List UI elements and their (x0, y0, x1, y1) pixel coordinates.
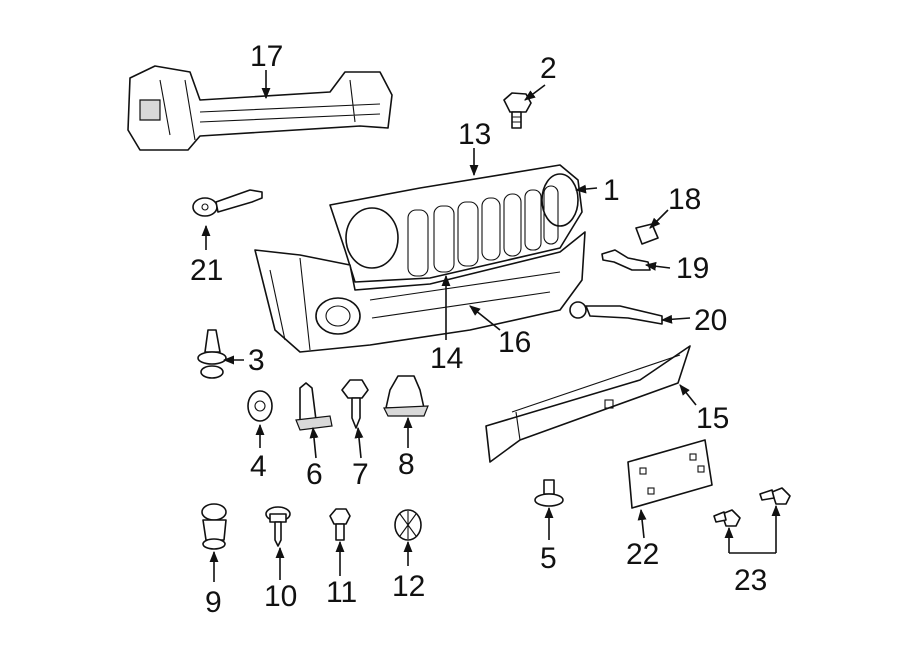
callout-13: 13 (458, 118, 491, 151)
bumper-fascia-part (254, 231, 586, 353)
callout-22: 22 (626, 538, 659, 571)
hex-bolt-part (329, 508, 351, 541)
callout-16: 16 (498, 326, 531, 359)
callout-17: 17 (250, 40, 283, 73)
callout-5: 5 (540, 542, 557, 575)
push-nut-part (394, 509, 422, 541)
callout-19: 19 (676, 252, 709, 285)
callout-21: 21 (190, 254, 223, 287)
push-pin-part (197, 329, 227, 379)
stud-part (534, 479, 564, 507)
callout-10: 10 (264, 580, 297, 613)
u-nut-part (383, 375, 429, 417)
callout-9: 9 (205, 586, 222, 619)
reinforcement-beam-part (127, 65, 393, 151)
callout-15: 15 (696, 402, 729, 435)
license-bracket-part (627, 439, 713, 509)
callout-labels: 1 2 3 4 5 6 7 8 9 10 11 12 13 14 15 16 1… (190, 40, 767, 619)
bracket-part (601, 249, 651, 271)
callout-23: 23 (734, 564, 767, 597)
screw-part (341, 379, 369, 429)
callout-2: 2 (540, 52, 557, 85)
callout-20: 20 (694, 304, 727, 337)
callout-4: 4 (250, 450, 267, 483)
callout-3: 3 (248, 344, 265, 377)
callout-7: 7 (352, 458, 369, 491)
retainer-part (295, 382, 333, 431)
callout-12: 12 (392, 570, 425, 603)
harness-part (569, 301, 663, 325)
wire-terminal-part (192, 189, 263, 217)
callout-11: 11 (326, 576, 357, 609)
clip-part (635, 223, 659, 245)
clip-fastener-part (201, 503, 227, 550)
callout-8: 8 (398, 448, 415, 481)
callout-6: 6 (306, 458, 323, 491)
bolt-washer-part (265, 506, 291, 547)
grille-part (329, 164, 583, 283)
energy-absorber-part (485, 345, 691, 463)
leader-lines (201, 70, 781, 582)
bolts-part (713, 487, 791, 527)
callout-18: 18 (668, 183, 701, 216)
callout-14: 14 (430, 342, 463, 375)
callout-1: 1 (603, 174, 620, 207)
grommet-part (247, 390, 273, 422)
